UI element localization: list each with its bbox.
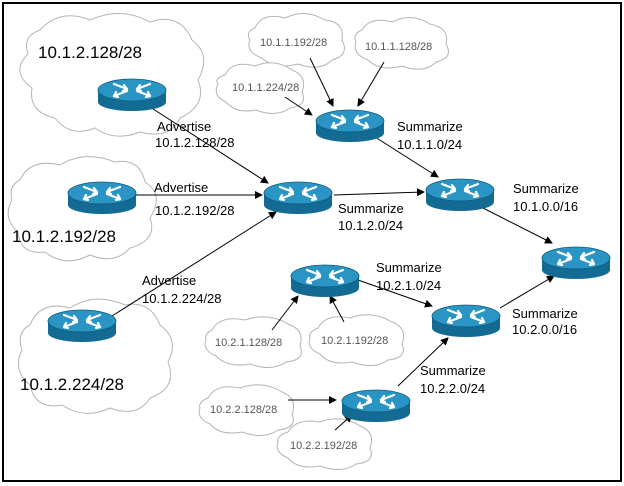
route-label: Summarize [420, 363, 486, 378]
link-r21-to-r20 [357, 279, 433, 308]
route-label: Advertise [154, 180, 208, 195]
link-r10-to-rcore [482, 207, 553, 244]
cloud-10-2-2-128 [198, 384, 295, 436]
cloud-label: 10.1.2.128/28 [38, 43, 142, 62]
cloud-label: 10.1.2.224/28 [20, 375, 124, 394]
router-icon [289, 263, 361, 299]
route-label: 10.1.2.0/24 [338, 218, 403, 233]
link-c21-128-to-r21 [271, 295, 299, 331]
cloud-10-2-1-128 [204, 316, 302, 368]
router-icon [424, 177, 496, 213]
link-r128-to-r12 [149, 106, 269, 184]
link-r20-to-rcore [499, 275, 555, 309]
route-label: 10.2.0.0/16 [512, 322, 577, 337]
route-label: 10.2.1.0/24 [376, 278, 441, 293]
cloud-label: 10.1.2.192/28 [12, 227, 116, 246]
cloud-10-1-1-192 [247, 13, 345, 68]
link-c21-192-to-r21 [329, 295, 345, 323]
route-label: 10.1.0.0/16 [513, 199, 578, 214]
router-icon [430, 303, 502, 339]
cloud-10-1-1-224 [215, 62, 305, 114]
link-c1-192-to-r11 [309, 57, 334, 107]
route-label: 10.1.2.128/28 [155, 135, 235, 150]
router-icon [314, 108, 386, 144]
route-label: 10.1.2.224/28 [142, 291, 222, 306]
link-r11-to-r10 [374, 136, 439, 178]
router-icon [96, 77, 168, 113]
route-label: 10.2.2.0/24 [420, 381, 485, 396]
route-label: Summarize [338, 201, 404, 216]
route-label: Advertise [142, 273, 196, 288]
link-c1-128-to-r11 [357, 61, 385, 107]
cloud-label: 10.2.1.192/28 [321, 335, 388, 347]
cloud-label: 10.1.1.224/28 [232, 82, 299, 94]
route-label: 10.1.2.192/28 [155, 203, 235, 218]
cloud-label: 10.2.1.128/28 [215, 337, 282, 349]
cloud-label: 10.2.2.128/28 [210, 404, 277, 416]
cloud-10-1-1-128 [354, 17, 449, 70]
router-icon [340, 388, 412, 424]
router-icon [66, 180, 138, 216]
router-icon [540, 245, 612, 281]
router-icon [262, 180, 334, 216]
route-label: 10.1.1.0/24 [397, 137, 462, 152]
cloud-label: 10.1.1.128/28 [365, 41, 432, 53]
link-r22-to-r20 [397, 337, 449, 387]
link-c1-224-to-r11 [284, 96, 313, 116]
route-label: Summarize [376, 260, 442, 275]
route-label: Advertise [157, 119, 211, 134]
router-icon [46, 308, 118, 344]
cloud-label: 10.2.2.192/28 [290, 440, 357, 452]
cloud-10-2-1-192 [308, 314, 405, 366]
link-r224-to-r12 [111, 211, 277, 317]
cloud-label: 10.1.1.192/28 [260, 37, 327, 49]
route-label: Summarize [512, 306, 578, 321]
route-label: Summarize [513, 181, 579, 196]
link-r12-to-r10 [333, 188, 425, 197]
cloud-10-2-2-192 [276, 418, 373, 470]
route-label: Summarize [397, 119, 463, 134]
